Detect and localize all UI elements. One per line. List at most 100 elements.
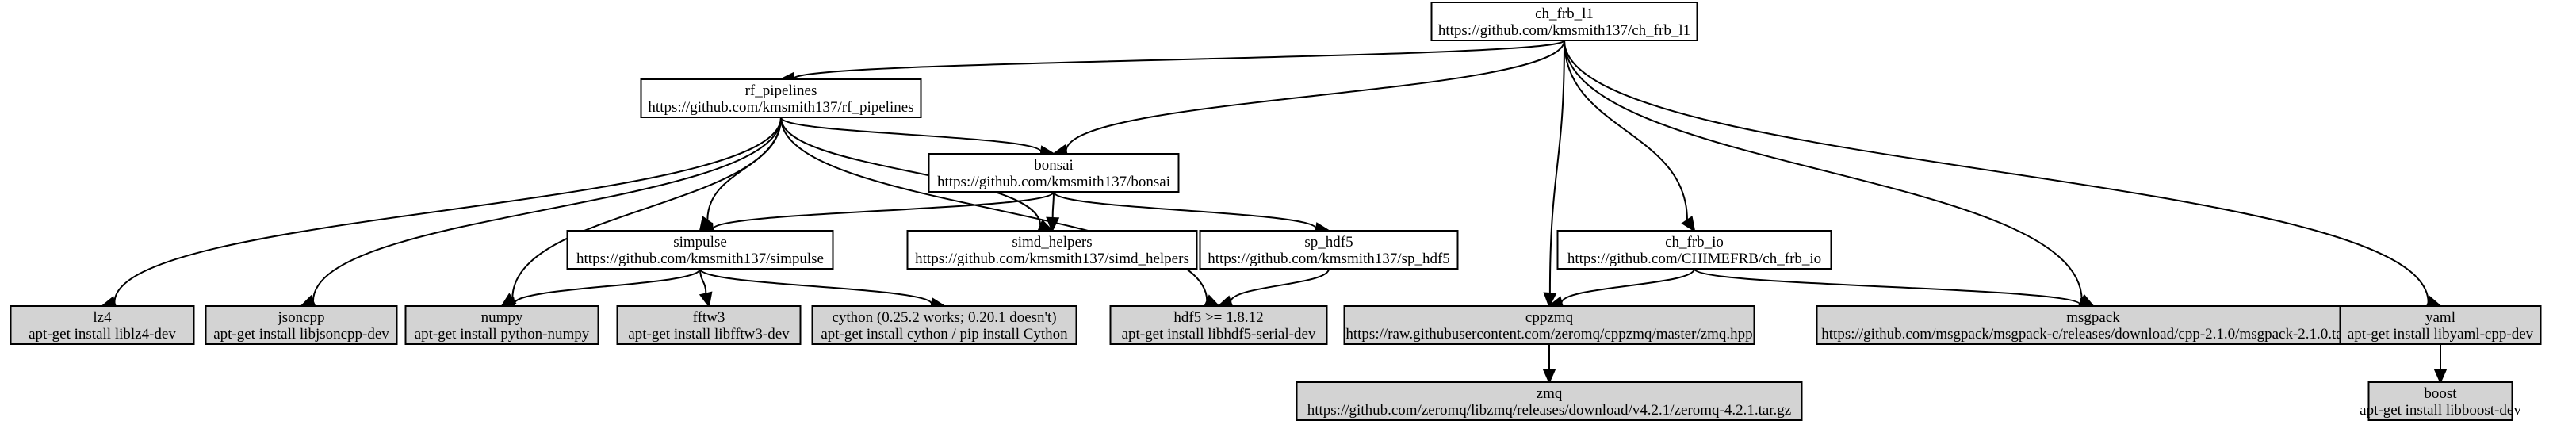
- edge-arrowhead: [1542, 369, 1556, 385]
- node-detail: apt-get install libboost-dev: [2360, 402, 2521, 419]
- node-detail: https://github.com/CHIMEFRB/ch_frb_io: [1567, 251, 1821, 267]
- edge-bonsai-to-simpulse: [698, 191, 1055, 236]
- edge-line: [780, 117, 1208, 301]
- node-box: [928, 153, 1180, 193]
- node-box: [2367, 381, 2513, 421]
- edge-cppzmq-to-zmq: [1542, 344, 1556, 385]
- node-ch-frb-io: ch_frb_iohttps://github.com/CHIMEFRB/ch_…: [1556, 230, 1832, 270]
- node-rf-pipelines: rf_pipelineshttps://github.com/kmsmith13…: [640, 78, 922, 118]
- node-box: [906, 230, 1198, 270]
- edge-arrowhead: [1681, 216, 1696, 233]
- node-box: [1199, 230, 1459, 270]
- edge-line: [780, 117, 1043, 153]
- edge-line: [699, 268, 707, 294]
- edge-line: [1694, 268, 2082, 306]
- edge-rf_pipelines-to-lz4: [100, 117, 782, 309]
- node-name: fftw3: [693, 309, 725, 326]
- node-cppzmq: cppzmqhttps://raw.githubusercontent.com/…: [1343, 305, 1755, 345]
- node-name: ch_frb_l1: [1535, 6, 1594, 22]
- node-detail: apt-get install python-numpy: [415, 326, 590, 343]
- edge-rf_pipelines-to-bonsai: [780, 117, 1056, 159]
- edge-line: [1564, 40, 2083, 300]
- node-name: yaml: [2425, 309, 2455, 326]
- edge-rf_pipelines-to-simpulse: [699, 117, 782, 233]
- node-name: simd_helpers: [1012, 234, 1092, 251]
- edge-ch_frb_l1-to-ch_frb_io: [1564, 40, 1696, 233]
- edge-rf_pipelines-to-hdf5: [780, 117, 1221, 308]
- edge-line: [1564, 40, 1688, 220]
- node-detail: apt-get install libhdf5-serial-dev: [1122, 326, 1316, 343]
- edge-yaml-to-boost: [2433, 344, 2448, 385]
- node-detail: apt-get install libyaml-cpp-dev: [2348, 326, 2534, 343]
- node-box: [10, 305, 195, 345]
- nodes: ch_frb_l1https://github.com/kmsmith137/c…: [10, 2, 2542, 421]
- edge-simpulse-to-cython: [699, 268, 947, 311]
- edge-line: [780, 117, 1042, 226]
- node-simpulse: simpulsehttps://github.com/kmsmith137/si…: [566, 230, 834, 270]
- node-name: zmq: [1537, 385, 1563, 402]
- edge-line: [792, 40, 1565, 80]
- node-cython: cython (0.25.2 works; 0.20.1 doesn't)apt…: [811, 305, 1077, 345]
- node-name: ch_frb_io: [1665, 234, 1724, 251]
- edge-bonsai-to-sp_hdf5: [1053, 191, 1331, 236]
- edge-arrowhead: [2433, 369, 2448, 385]
- node-detail: https://github.com/kmsmith137/rf_pipelin…: [648, 99, 913, 116]
- node-name: lz4: [93, 309, 112, 326]
- edge-arrowhead: [699, 291, 713, 308]
- node-name: numpy: [481, 309, 523, 326]
- node-detail: https://github.com/kmsmith137/simd_helpe…: [915, 251, 1189, 267]
- node-sp-hdf5: sp_hdf5https://github.com/kmsmith137/sp_…: [1199, 230, 1459, 270]
- node-box: [640, 78, 922, 118]
- edge-line: [1564, 40, 2429, 303]
- edge-arrowhead: [1543, 292, 1557, 308]
- node-detail: apt-get install libfftw3-dev: [628, 326, 790, 343]
- node-name: sp_hdf5: [1304, 234, 1353, 251]
- node-detail: https://github.com/kmsmith137/bonsai: [937, 174, 1170, 190]
- edge-line: [1051, 191, 1055, 219]
- edge-line: [1560, 268, 1695, 304]
- edge-rf_pipelines-to-numpy: [500, 117, 782, 308]
- node-name: cppzmq: [1525, 309, 1574, 326]
- node-zmq: zmqhttps://github.com/zeromq/libzmq/rele…: [1296, 381, 1803, 421]
- node-box: [2339, 305, 2542, 345]
- node-detail: https://raw.githubusercontent.com/zeromq…: [1345, 326, 1752, 343]
- node-detail: https://github.com/zeromq/libzmq/release…: [1307, 402, 1792, 419]
- edge-line: [1065, 40, 1565, 151]
- edge-simpulse-to-numpy: [500, 268, 701, 311]
- node-name: hdf5 >= 1.8.12: [1173, 309, 1263, 326]
- edge-line: [513, 268, 701, 304]
- edge-line: [1053, 191, 1318, 230]
- edge-ch_frb_l1-to-cppzmq: [1543, 40, 1565, 308]
- node-detail: apt-get install libjsoncpp-dev: [213, 326, 389, 343]
- edges: [100, 40, 2448, 385]
- edge-line: [1548, 40, 1565, 294]
- node-box: [616, 305, 802, 345]
- node-box: [404, 305, 599, 345]
- node-box: [811, 305, 1077, 345]
- edge-line: [1230, 268, 1330, 303]
- node-name: msgpack: [2066, 309, 2120, 326]
- edge-ch_frb_io-to-cppzmq: [1547, 268, 1695, 310]
- edge-line: [312, 117, 782, 302]
- node-msgpack: msgpackhttps://github.com/msgpack/msgpac…: [1816, 305, 2371, 345]
- node-detail: https://github.com/kmsmith137/ch_frb_l1: [1438, 22, 1690, 39]
- edge-arrowhead: [1046, 216, 1060, 233]
- edge-line: [711, 191, 1055, 231]
- node-detail: https://github.com/kmsmith137/sp_hdf5: [1208, 251, 1450, 267]
- node-detail: https://github.com/msgpack/msgpack-c/rel…: [1821, 326, 2364, 343]
- node-box: [566, 230, 834, 270]
- edge-simpulse-to-fftw3: [699, 268, 713, 308]
- node-detail: https://github.com/kmsmith137/simpulse: [576, 251, 824, 267]
- edge-line: [699, 268, 933, 305]
- node-detail: apt-get install cython / pip install Cyt…: [821, 326, 1068, 343]
- edge-ch_frb_l1-to-bonsai: [1051, 40, 1565, 158]
- edge-sp_hdf5-to-hdf5: [1216, 268, 1330, 308]
- node-box: [1816, 305, 2371, 345]
